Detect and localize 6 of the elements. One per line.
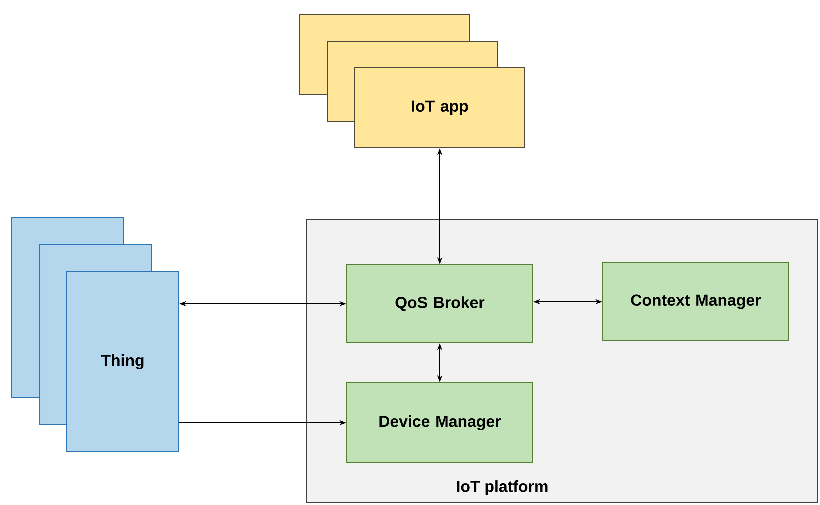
app-card-stack: IoT app <box>300 14 526 148</box>
thing-card-stack: Thing <box>12 218 180 452</box>
component-box: Context Manager <box>602 262 790 342</box>
component-box: QoS Broker <box>346 264 534 344</box>
component-box: Device Manager <box>346 382 534 464</box>
node-label: IoT app <box>412 100 468 116</box>
